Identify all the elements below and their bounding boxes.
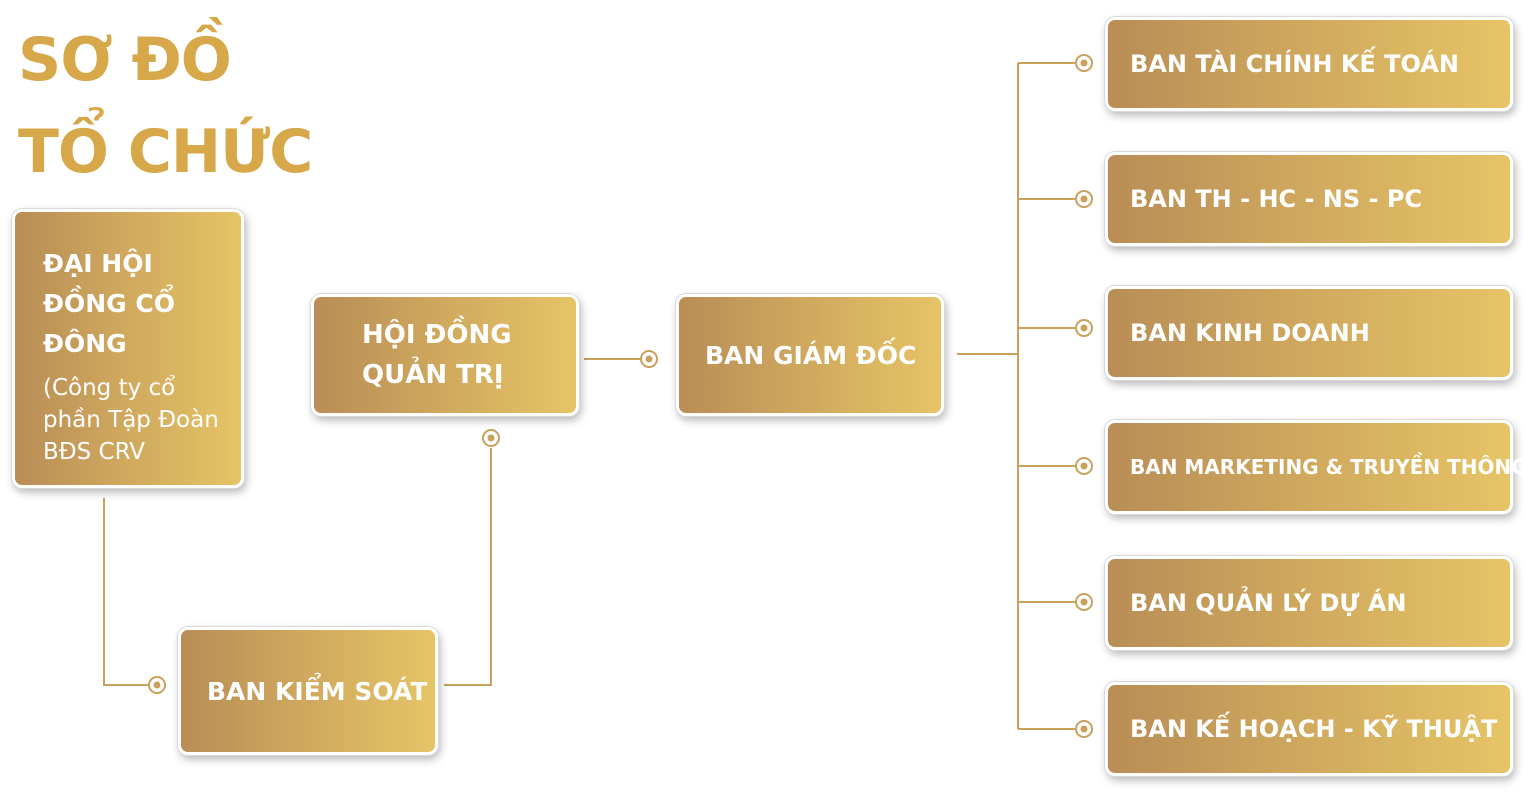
node-ban-giam-doc: BAN GIÁM ĐỐC (676, 294, 944, 416)
node-bgd-label: BAN GIÁM ĐỐC (705, 340, 917, 370)
dept-box: BAN KINH DOANH (1105, 286, 1513, 380)
node-hoi-dong-quan-tri: HỘI ĐỒNG QUẢN TRỊ (311, 294, 579, 416)
dept-box: BAN TH - HC - NS - PC (1105, 152, 1513, 246)
connector-bks-hdqt (444, 448, 492, 686)
dept-box: BAN TÀI CHÍNH KẾ TOÁN (1105, 17, 1513, 111)
node-dot-dept-5 (1075, 720, 1093, 738)
node-dot-dept-4 (1075, 593, 1093, 611)
page-title-line2: TỔ CHỨC (18, 117, 313, 187)
dept-label: BAN QUẢN LÝ DỰ ÁN (1130, 589, 1407, 617)
node-dot-bgd (640, 350, 658, 368)
dept-label: BAN TÀI CHÍNH KẾ TOÁN (1130, 50, 1459, 78)
node-dhdcd-label: ĐẠI HỘI ĐỒNG CỔ ĐÔNG (43, 249, 175, 358)
dept-label: BAN MARKETING & TRUYỀN THÔNG (1130, 455, 1528, 479)
node-hdqt-label: HỘI ĐỒNG QUẢN TRỊ (362, 320, 512, 390)
dept-box: BAN MARKETING & TRUYỀN THÔNG (1105, 420, 1528, 514)
dept-label: BAN KINH DOANH (1130, 319, 1370, 347)
connector-dhdcd-bks (103, 498, 148, 686)
dept-label: BAN TH - HC - NS - PC (1130, 185, 1423, 213)
node-dot-dept-1 (1075, 190, 1093, 208)
dept-box: BAN QUẢN LÝ DỰ ÁN (1105, 556, 1513, 650)
node-dot-hdqt-bottom (482, 429, 500, 447)
node-ban-kiem-soat: BAN KIỂM SOÁT (178, 627, 438, 755)
node-dhdcd-sub: (Công ty cổ phần Tập Đoàn BĐS CRV (43, 375, 219, 465)
node-bks-label: BAN KIỂM SOÁT (207, 676, 428, 706)
node-dot-dept-0 (1075, 54, 1093, 72)
node-dai-hoi-dong-co-dong: ĐẠI HỘI ĐỒNG CỔ ĐÔNG (Công ty cổ phần Tậ… (12, 209, 244, 488)
node-dot-dept-2 (1075, 319, 1093, 337)
dept-box: BAN KẾ HOẠCH - KỸ THUẬT (1105, 682, 1513, 776)
page-title-line1: SƠ ĐỒ (18, 25, 232, 95)
node-dot-bks (148, 676, 166, 694)
node-dot-dept-3 (1075, 457, 1093, 475)
dept-label: BAN KẾ HOẠCH - KỸ THUẬT (1130, 715, 1498, 743)
